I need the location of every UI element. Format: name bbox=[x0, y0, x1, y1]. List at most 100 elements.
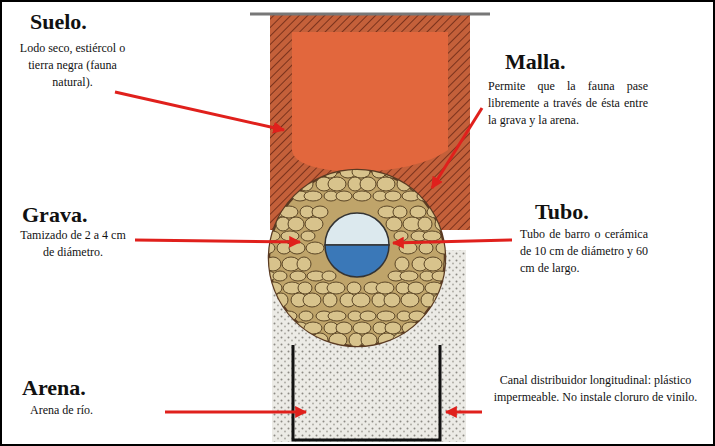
gravel-stone bbox=[426, 311, 444, 321]
gravel-stone bbox=[327, 282, 345, 294]
gravel-stone bbox=[395, 257, 409, 271]
gravel-stone bbox=[444, 257, 458, 271]
gravel-stone bbox=[419, 242, 433, 254]
part-name: Grava. bbox=[22, 203, 122, 227]
gravel-stone bbox=[273, 271, 287, 281]
gravel-stone bbox=[376, 282, 394, 294]
gravel-stone bbox=[297, 257, 311, 271]
gravel-stone bbox=[289, 242, 305, 254]
gravel-stone bbox=[268, 206, 284, 218]
gravel-stone bbox=[304, 322, 322, 334]
gravel-stone bbox=[361, 333, 377, 347]
gravel-stone bbox=[409, 311, 425, 321]
gravel-stone bbox=[312, 206, 328, 218]
gravel-stone bbox=[256, 217, 274, 231]
gravel-stone bbox=[291, 166, 307, 178]
gravel-stones bbox=[255, 166, 459, 347]
part-note: Tubo de barro o cerámica de 10 cm de diá… bbox=[520, 226, 648, 276]
leader-arrow bbox=[393, 240, 512, 243]
gravel-stone bbox=[301, 231, 315, 241]
gravel-stone bbox=[328, 311, 346, 321]
gravel-stone bbox=[279, 311, 297, 321]
gravel-stone bbox=[397, 177, 411, 191]
gravel-stone bbox=[427, 206, 445, 218]
gravel-stone bbox=[410, 333, 426, 347]
gravel-stone bbox=[265, 257, 281, 271]
gravel-stone bbox=[384, 166, 400, 178]
gravel-stone bbox=[303, 293, 321, 307]
gravel-stone bbox=[443, 231, 457, 241]
canal-outline bbox=[293, 345, 440, 440]
leader-arrow bbox=[115, 92, 284, 130]
gravel-stone bbox=[329, 333, 347, 347]
gravel-stone bbox=[386, 217, 402, 231]
ground-line bbox=[250, 13, 490, 16]
part-note: Tamizado de 2 a 4 cm de diámetro. bbox=[18, 227, 128, 261]
gravel-stone bbox=[280, 333, 298, 347]
gravel-stone bbox=[401, 293, 419, 307]
gravel-stone bbox=[433, 293, 449, 307]
gravel-stone bbox=[425, 282, 443, 294]
gravel-stone bbox=[410, 206, 426, 218]
gravel-stone bbox=[259, 293, 277, 307]
part-name: Arena. bbox=[22, 376, 122, 400]
gravel-stone bbox=[266, 282, 282, 294]
gravel-stone bbox=[442, 333, 456, 347]
gravel-stone bbox=[259, 166, 277, 178]
gravel-stone bbox=[336, 191, 352, 201]
gravel-stone bbox=[300, 333, 314, 347]
gravel-stone bbox=[274, 166, 288, 178]
gravel-stone bbox=[427, 333, 445, 347]
gravel-layer bbox=[269, 170, 445, 346]
gravel-stone bbox=[281, 231, 299, 241]
gravel-stone bbox=[378, 333, 396, 347]
part-note: Permite que la fauna pase libremente a t… bbox=[488, 78, 648, 128]
gravel-stone bbox=[255, 191, 273, 201]
gravel-stone bbox=[435, 217, 451, 231]
part-name: Malla. bbox=[505, 50, 605, 74]
gravel-stone bbox=[421, 166, 435, 178]
gravel-stone bbox=[423, 231, 441, 241]
gravel-stone bbox=[279, 177, 297, 191]
gravel-stone bbox=[372, 166, 386, 178]
gravel-stone bbox=[274, 293, 288, 307]
gravel-stone bbox=[323, 293, 337, 307]
gravel-stone bbox=[393, 206, 407, 218]
part-note: Lodo seco, estiércol o tierra negra (fau… bbox=[10, 40, 135, 90]
gravel-stone bbox=[441, 311, 455, 321]
part-name: Tubo. bbox=[535, 200, 635, 224]
gravel-stone bbox=[393, 333, 407, 347]
gravel-stone bbox=[257, 242, 275, 254]
gravel-stone bbox=[424, 257, 442, 271]
soil-layer bbox=[292, 32, 448, 172]
gravel-stone bbox=[445, 282, 459, 294]
gravel-stone bbox=[436, 242, 452, 254]
gravel-stone bbox=[384, 293, 400, 307]
tube-top bbox=[325, 213, 389, 245]
gravel-stone bbox=[417, 191, 431, 201]
leader-arrow bbox=[135, 240, 300, 242]
gravel-stone bbox=[352, 293, 370, 307]
tube-water bbox=[325, 245, 389, 277]
gravel-stone bbox=[408, 282, 424, 294]
gravel-stone bbox=[275, 191, 289, 201]
gravel-stone bbox=[402, 322, 420, 334]
gravel-stone bbox=[305, 217, 323, 231]
gravel-stone bbox=[432, 271, 448, 281]
gravel-stone bbox=[298, 282, 312, 294]
gravel-stone bbox=[442, 206, 456, 218]
gravel-stone bbox=[275, 322, 289, 334]
gravel-stone bbox=[377, 177, 395, 191]
gravel-stone bbox=[288, 217, 304, 231]
soil-hatch bbox=[270, 15, 470, 230]
gravel-stone bbox=[336, 322, 352, 334]
gravel-stone bbox=[385, 322, 401, 334]
gravel-stone bbox=[409, 177, 425, 191]
gravel-stone bbox=[385, 191, 401, 201]
gravel-stone bbox=[400, 271, 418, 281]
leader-arrow bbox=[432, 108, 482, 188]
leader-arrow bbox=[446, 411, 482, 414]
gravel-stone bbox=[299, 311, 313, 321]
gravel-stone bbox=[264, 231, 280, 241]
